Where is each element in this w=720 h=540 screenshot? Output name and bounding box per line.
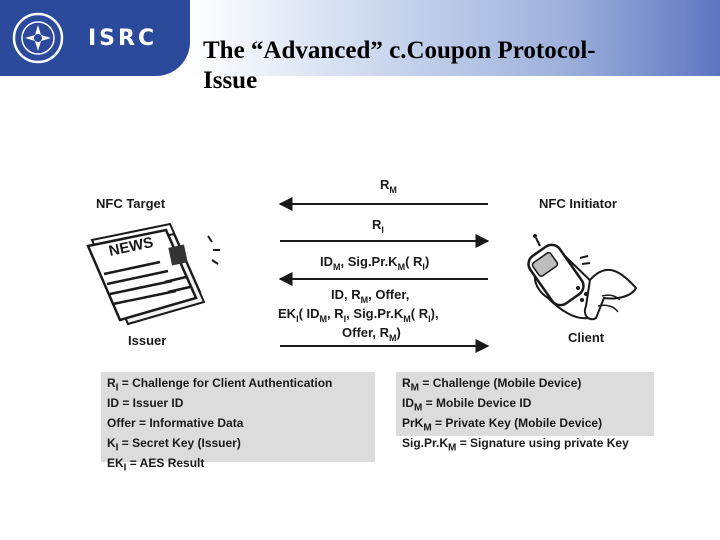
- nfc-initiator-label: NFC Initiator: [539, 196, 617, 211]
- signal-waves-icon: [207, 235, 220, 265]
- legend-issuer-terms: RI = Challenge for Client Authentication…: [101, 372, 375, 473]
- legend-row: RI = Challenge for Client Authentication: [107, 376, 333, 394]
- university-seal-icon: [12, 12, 64, 64]
- title-line-2: Issue: [203, 67, 258, 94]
- message-4-line-2: EKI( IDM, RI, Sig.Pr.KM( RI),: [278, 306, 439, 324]
- slide-title: The “Advanced” c.Coupon Protocol- Issue: [203, 36, 703, 96]
- message-3-label: IDM, Sig.Pr.KM( RI): [320, 254, 429, 272]
- message-4-line-1: ID, RM, Offer,: [331, 287, 409, 305]
- mobile-phone-hand-icon: [527, 234, 638, 321]
- message-2-label: RI: [372, 217, 384, 235]
- issuer-label: Issuer: [128, 333, 166, 348]
- legend-row: KI = Secret Key (Issuer): [107, 435, 241, 454]
- logo-text: ISRC: [88, 26, 158, 51]
- newspaper-icon: NEWS: [86, 222, 206, 326]
- legend-row: Offer = Informative Data: [107, 415, 244, 430]
- legend-row: EKI = AES Result: [107, 455, 205, 473]
- legend-row: ID = Issuer ID: [107, 395, 184, 410]
- legend-row: IDM = Mobile Device ID: [402, 395, 532, 414]
- logo-block: ISRC: [0, 0, 190, 76]
- title-line-1: The “Advanced” c.Coupon Protocol-: [203, 37, 596, 64]
- message-4-line-3: Offer, RM): [342, 325, 401, 343]
- legend-row: Sig.Pr.KM = Signature using private Key: [402, 435, 629, 454]
- legend-row: PrKM = Private Key (Mobile Device): [402, 415, 603, 434]
- legend-row: RM = Challenge (Mobile Device): [402, 376, 582, 394]
- legend-mobile-terms: RM = Challenge (Mobile Device) IDM = Mob…: [396, 372, 654, 453]
- nfc-target-label: NFC Target: [96, 196, 166, 211]
- message-1-label: RM: [380, 177, 397, 195]
- client-label: Client: [568, 330, 605, 345]
